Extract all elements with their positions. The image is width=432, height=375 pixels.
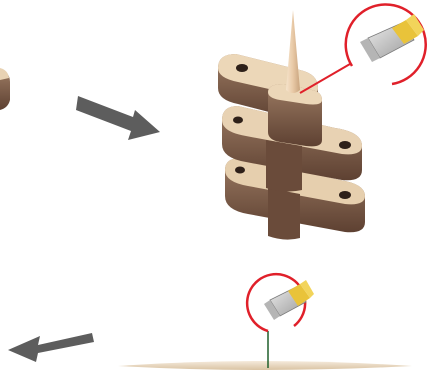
detail-callout (300, 4, 426, 93)
sharp-spike (286, 10, 300, 93)
arrow-to-stack (76, 96, 160, 140)
partial-stack-edge (0, 68, 10, 110)
blade-icon (360, 14, 424, 62)
sheet (118, 331, 412, 370)
blade-icon (264, 280, 314, 320)
arrow-from-sheet (8, 333, 94, 362)
detail-callout (247, 274, 314, 331)
